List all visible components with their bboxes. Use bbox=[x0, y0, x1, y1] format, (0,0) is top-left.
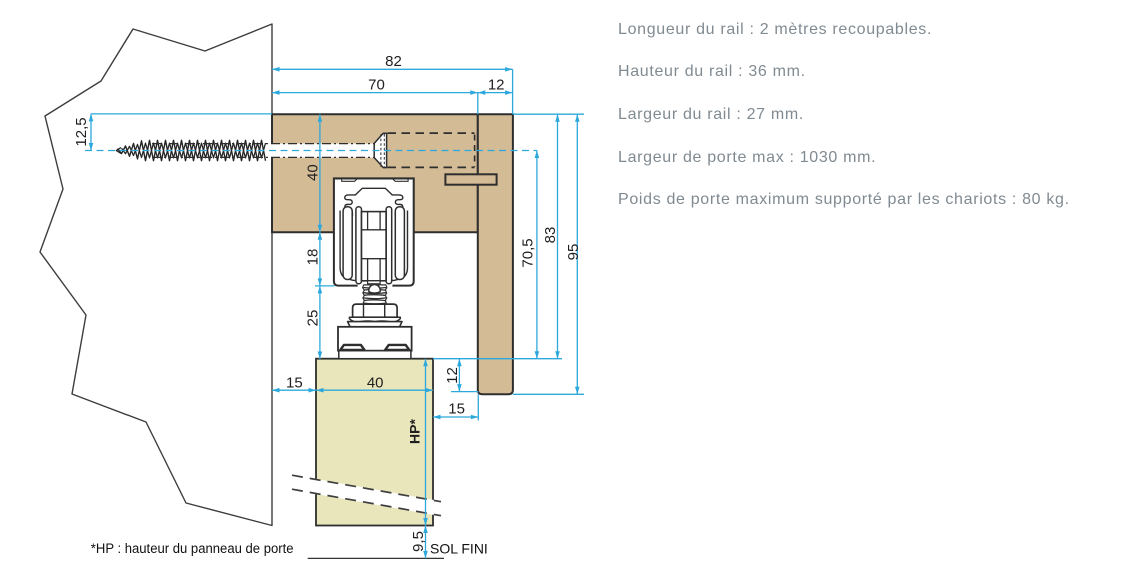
svg-text:25: 25 bbox=[305, 310, 322, 327]
svg-text:12: 12 bbox=[444, 367, 461, 384]
svg-text:40: 40 bbox=[305, 164, 322, 181]
svg-text:83: 83 bbox=[542, 227, 559, 244]
svg-text:*HP : hauteur du panneau de po: *HP : hauteur du panneau de porte bbox=[91, 541, 294, 556]
svg-text:HP*: HP* bbox=[407, 419, 423, 444]
svg-text:95: 95 bbox=[565, 244, 582, 261]
svg-text:15: 15 bbox=[286, 375, 303, 392]
svg-text:70: 70 bbox=[368, 77, 385, 94]
svg-text:12: 12 bbox=[488, 77, 505, 94]
svg-text:12,5: 12,5 bbox=[73, 117, 90, 146]
svg-text:70,5: 70,5 bbox=[520, 238, 537, 267]
svg-text:15: 15 bbox=[448, 401, 465, 418]
svg-text:82: 82 bbox=[385, 53, 402, 70]
svg-text:SOL FINI: SOL FINI bbox=[430, 541, 488, 557]
svg-text:40: 40 bbox=[367, 375, 384, 392]
svg-text:9,5: 9,5 bbox=[410, 531, 427, 552]
svg-text:18: 18 bbox=[305, 249, 322, 266]
